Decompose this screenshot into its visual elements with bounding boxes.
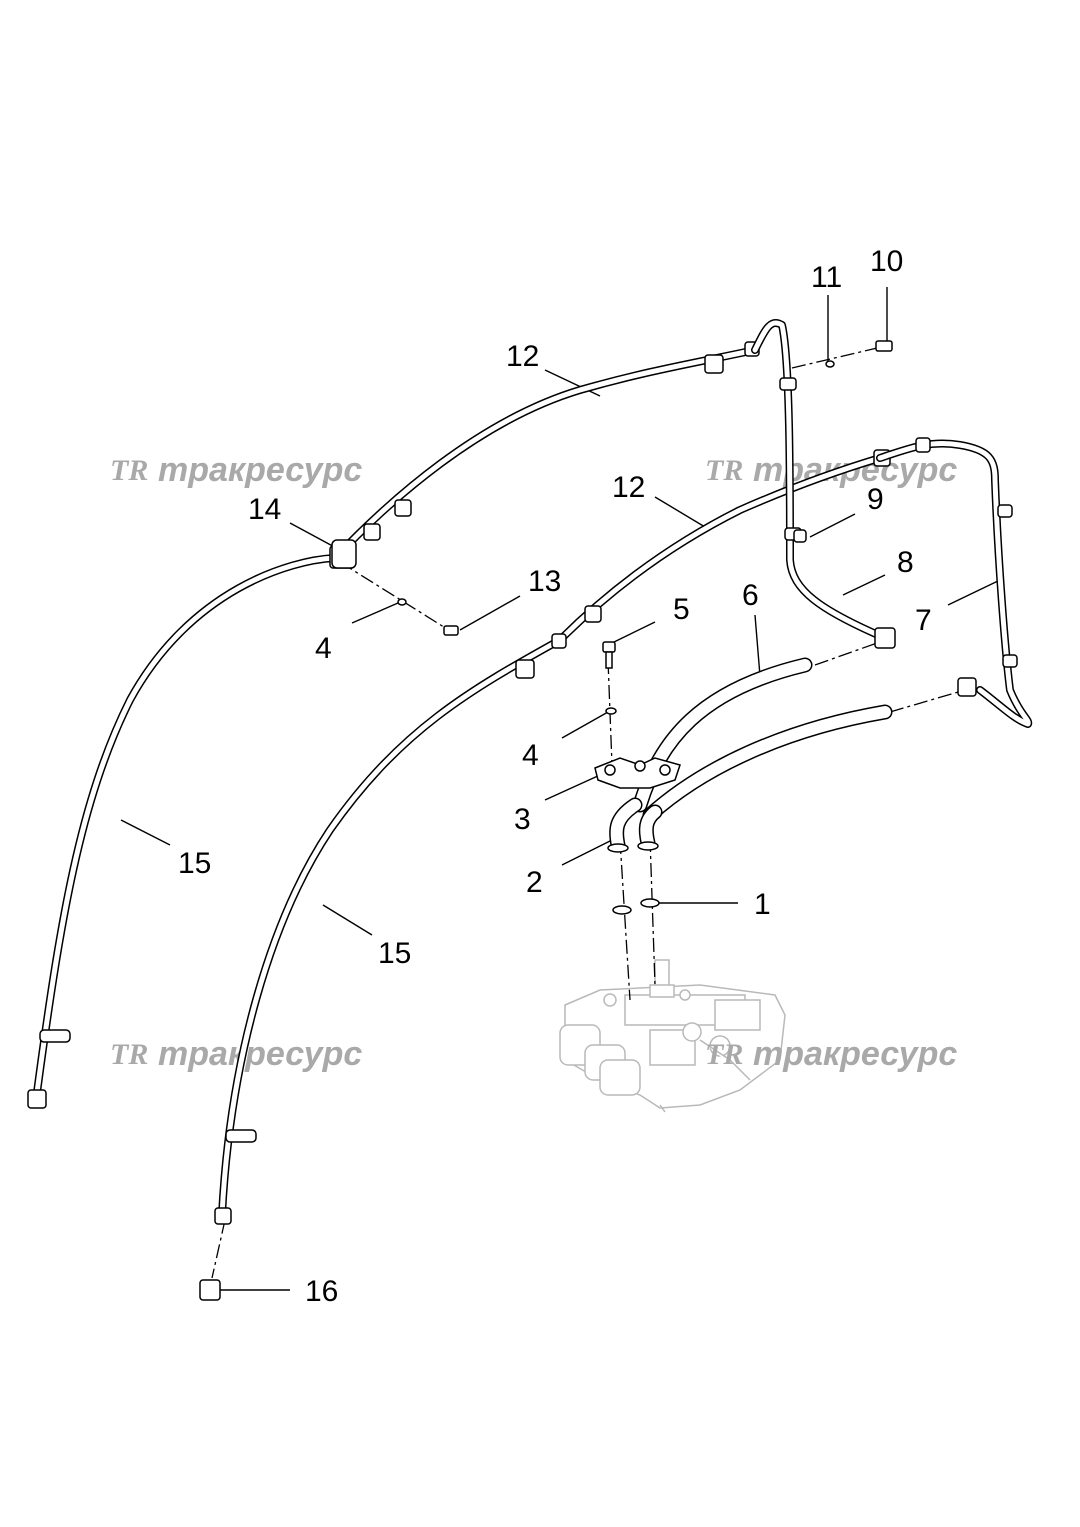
callout-4-lower: 4 — [522, 739, 539, 772]
watermark-text: тракресурс — [753, 451, 957, 489]
o-rings-1 — [612, 898, 660, 915]
callout-13: 13 — [528, 565, 561, 598]
tube-15-right — [214, 636, 564, 1225]
callout-9: 9 — [867, 483, 884, 516]
callout-16: 16 — [305, 1275, 338, 1308]
callout-15-right: 15 — [378, 937, 411, 970]
watermark-text: тракресурс — [158, 451, 362, 489]
callout-1: 1 — [754, 888, 771, 921]
callout-10: 10 — [870, 245, 903, 278]
flange-clamp-3 — [594, 757, 681, 789]
callout-14: 14 — [248, 493, 281, 526]
bolt-5 — [602, 641, 616, 669]
watermark-logo: TR — [705, 1038, 743, 1071]
watermark-logo: TR — [110, 1038, 148, 1071]
callout-12-lower: 12 — [612, 471, 645, 504]
callout-15-left: 15 — [178, 847, 211, 880]
callout-labels: 1 2 3 4 4 5 6 7 8 9 10 11 12 12 13 14 15… — [178, 245, 932, 1308]
elbow-fitting-2 — [607, 797, 663, 853]
hose-6 — [632, 657, 893, 823]
callout-4-upper: 4 — [315, 632, 332, 665]
washer-11 — [825, 360, 835, 368]
callout-5: 5 — [673, 593, 690, 626]
watermark-text: тракресурс — [753, 1035, 957, 1073]
watermark-bottom-right: TR тракресурс — [705, 1035, 957, 1073]
callout-12-upper: 12 — [506, 340, 539, 373]
bolt-10 — [875, 340, 893, 352]
tube-15-left — [27, 554, 339, 1109]
watermark-text: тракресурс — [158, 1035, 362, 1073]
callout-2: 2 — [526, 866, 543, 899]
watermark-logo: TR — [110, 454, 148, 487]
watermark-bottom-left: TR тракресурс — [110, 1035, 362, 1073]
tube-12-lower — [551, 449, 891, 649]
control-valve-block — [559, 959, 786, 1113]
tube-8 — [751, 319, 896, 649]
watermark-logo: TR — [705, 454, 743, 487]
callout-8: 8 — [897, 546, 914, 579]
callout-3: 3 — [514, 803, 531, 836]
clip-9 — [793, 529, 807, 543]
washer-4-upper — [397, 598, 407, 606]
clamp-14 — [331, 539, 357, 569]
watermark-top-left: TR тракресурс — [110, 451, 362, 489]
washer-4-lower — [605, 707, 617, 715]
bolt-13 — [443, 625, 459, 636]
nut-16 — [199, 1279, 221, 1301]
callout-11: 11 — [811, 261, 842, 294]
tube-7 — [876, 437, 1033, 728]
callout-7: 7 — [915, 604, 932, 637]
callout-6: 6 — [742, 579, 759, 612]
